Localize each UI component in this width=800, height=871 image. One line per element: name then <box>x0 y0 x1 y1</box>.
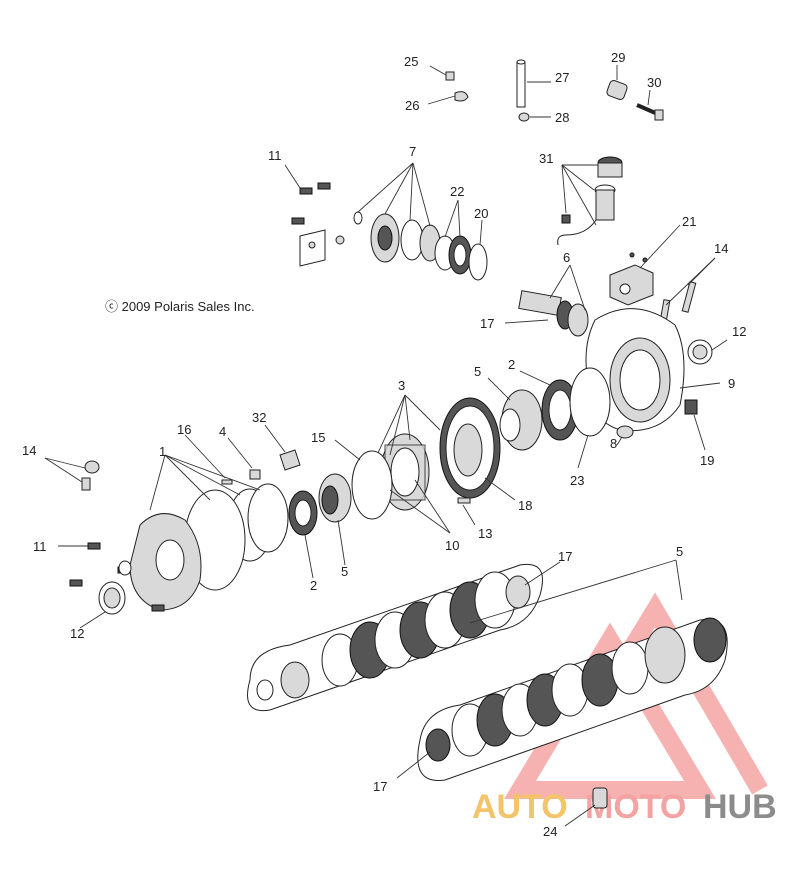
part-23-ring <box>569 367 611 469</box>
callout-5-lower: 5 <box>676 544 683 559</box>
callout-13: 13 <box>478 526 492 541</box>
part-29-bushing <box>606 65 628 100</box>
callout-10: 10 <box>445 538 459 553</box>
callout-24: 24 <box>543 824 557 839</box>
brand-auto: AUTO <box>472 788 568 826</box>
callout-29: 29 <box>611 50 625 65</box>
part-12-lower-seal <box>79 581 126 629</box>
part-7-clutch-stack <box>353 162 441 263</box>
part-18-ring-gear <box>439 397 516 501</box>
brand-hub: HUB <box>703 788 777 826</box>
callout-2-upper: 2 <box>508 357 515 372</box>
callout-14-lower: 14 <box>22 443 36 458</box>
part-31-actuator <box>557 156 623 246</box>
part-16-dowel <box>184 434 233 485</box>
part-12-upper-seal <box>687 339 728 365</box>
callout-2-lower: 2 <box>310 578 317 593</box>
callout-31: 31 <box>539 151 553 166</box>
part-28-cap <box>518 112 551 122</box>
callout-12-lower: 12 <box>70 626 84 641</box>
part-20-snap-ring <box>468 219 488 281</box>
callout-32: 32 <box>252 410 266 425</box>
part-11-upper-bolts <box>284 164 345 267</box>
part-1-cover <box>129 454 261 611</box>
part-5-bottom-leaders <box>469 559 683 624</box>
callout-5-upper: 5 <box>474 364 481 379</box>
part-25-screw <box>429 65 455 81</box>
callout-18: 18 <box>518 498 532 513</box>
callout-1: 1 <box>159 444 166 459</box>
part-14-lower-sensor <box>44 457 100 491</box>
callout-8: 8 <box>610 436 617 451</box>
clutch-pack-upper-panel <box>247 561 561 712</box>
callouts: 25 26 27 28 29 30 11 7 31 22 20 21 6 14 … <box>22 50 746 839</box>
callout-15: 15 <box>311 430 325 445</box>
callout-9: 9 <box>728 376 735 391</box>
clutch-pack-lower-panel <box>396 617 728 781</box>
callout-30: 30 <box>647 75 661 90</box>
callout-21: 21 <box>682 214 696 229</box>
part-2-upper-bearing <box>519 370 579 441</box>
callout-3: 3 <box>398 378 405 393</box>
part-4-spacer <box>227 437 261 480</box>
part-19-clip <box>684 399 706 451</box>
part-6-pinion-shaft <box>504 264 589 337</box>
callout-14-upper: 14 <box>714 241 728 256</box>
part-12-small-seal <box>118 560 132 576</box>
callout-7: 7 <box>409 144 416 159</box>
callout-11-lower: 11 <box>33 539 47 554</box>
callout-4: 4 <box>219 424 226 439</box>
part-1-cover-rings <box>184 483 289 591</box>
part-8-plug <box>616 425 634 446</box>
part-10-leader-2 <box>389 489 451 534</box>
part-13-pin <box>457 497 476 526</box>
copyright-text: ⓒ 2009 Polaris Sales Inc. <box>105 299 255 314</box>
callout-17-upper: 17 <box>480 316 494 331</box>
callout-5-left: 5 <box>341 564 348 579</box>
part-5-left-hub <box>318 473 352 566</box>
callout-17-middle: 17 <box>558 549 572 564</box>
part-27-pin <box>516 59 551 108</box>
part-24-plug <box>564 787 608 827</box>
callout-16: 16 <box>177 422 191 437</box>
part-9-main-housing <box>585 308 721 432</box>
callout-26: 26 <box>405 98 419 113</box>
part-30-bolt <box>636 89 664 121</box>
part-32-bracket <box>264 424 301 471</box>
part-26-clip <box>427 91 469 105</box>
part-14-upper-sensors <box>659 257 716 323</box>
callout-11-upper: 11 <box>268 148 282 163</box>
callout-17-lower: 17 <box>373 779 387 794</box>
part-5-upper-hub <box>487 377 543 451</box>
callout-23: 23 <box>570 473 584 488</box>
part-2-lower-bearing <box>288 490 318 579</box>
callout-20: 20 <box>474 206 488 221</box>
callout-25: 25 <box>404 54 418 69</box>
callout-19: 19 <box>700 453 714 468</box>
callout-22: 22 <box>450 184 464 199</box>
callout-6: 6 <box>563 250 570 265</box>
part-10-leader <box>414 479 451 534</box>
callout-27: 27 <box>555 70 569 85</box>
part-15-plate <box>334 439 393 520</box>
callout-28: 28 <box>555 110 569 125</box>
part-21-housing-cover <box>609 224 681 306</box>
part-22-rings <box>434 199 472 275</box>
callout-12-upper: 12 <box>732 324 746 339</box>
